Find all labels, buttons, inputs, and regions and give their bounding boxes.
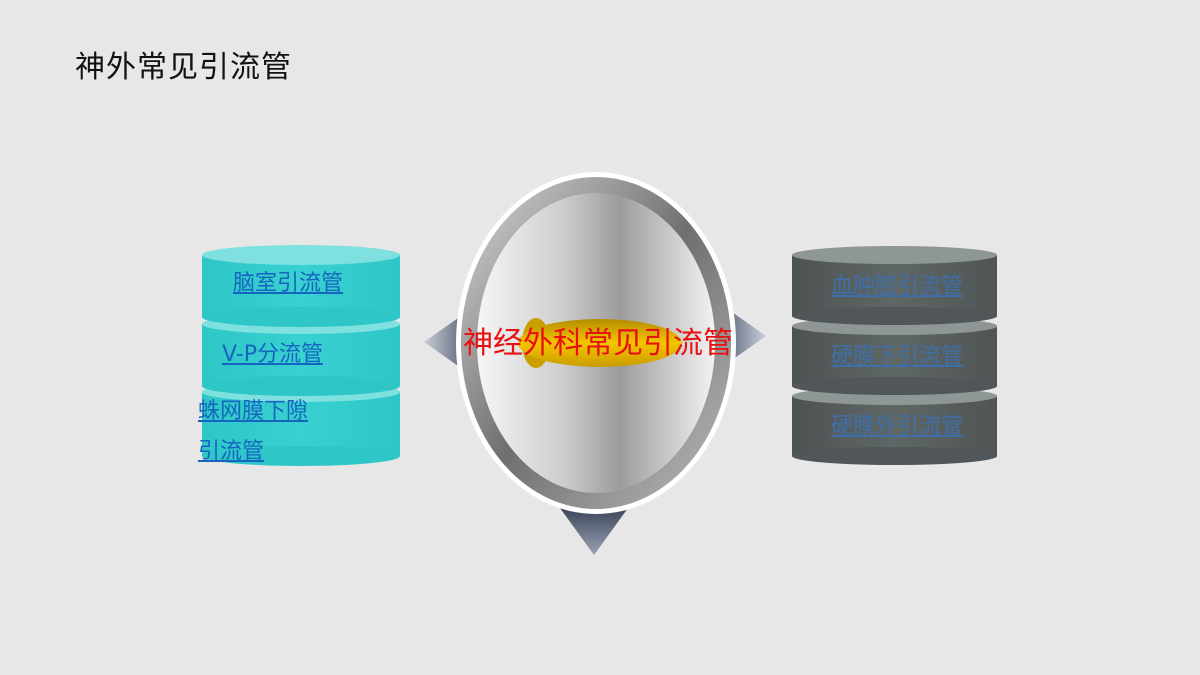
hub-lens [518,319,682,367]
left-cylinder-1 [202,245,400,327]
right-cylinder-1 [792,246,997,325]
link-ventricular-drain[interactable]: 脑室引流管 [233,271,344,296]
left-cylinder-stack [202,245,400,466]
link-subarachnoid-drain[interactable]: 蛛网膜下隙 [198,399,309,424]
link-vp-shunt[interactable]: V-P分流管 [222,342,323,367]
center-hub [456,172,736,514]
right-cylinder-stack [792,246,997,465]
link-hematoma-cavity-drain[interactable]: 血肿腔引流管 [831,274,964,299]
link-subdural-drain[interactable]: 硬膜下引流管 [831,344,964,369]
slide-title: 神外常见引流管 [75,50,292,85]
link-epidural-drain[interactable]: 硬膜外引流管 [831,414,964,439]
center-label: 神经外科常见引流管 [463,326,733,361]
arrow-down [560,508,628,555]
link-subarachnoid-drain-line2[interactable]: 引流管 [198,439,265,464]
